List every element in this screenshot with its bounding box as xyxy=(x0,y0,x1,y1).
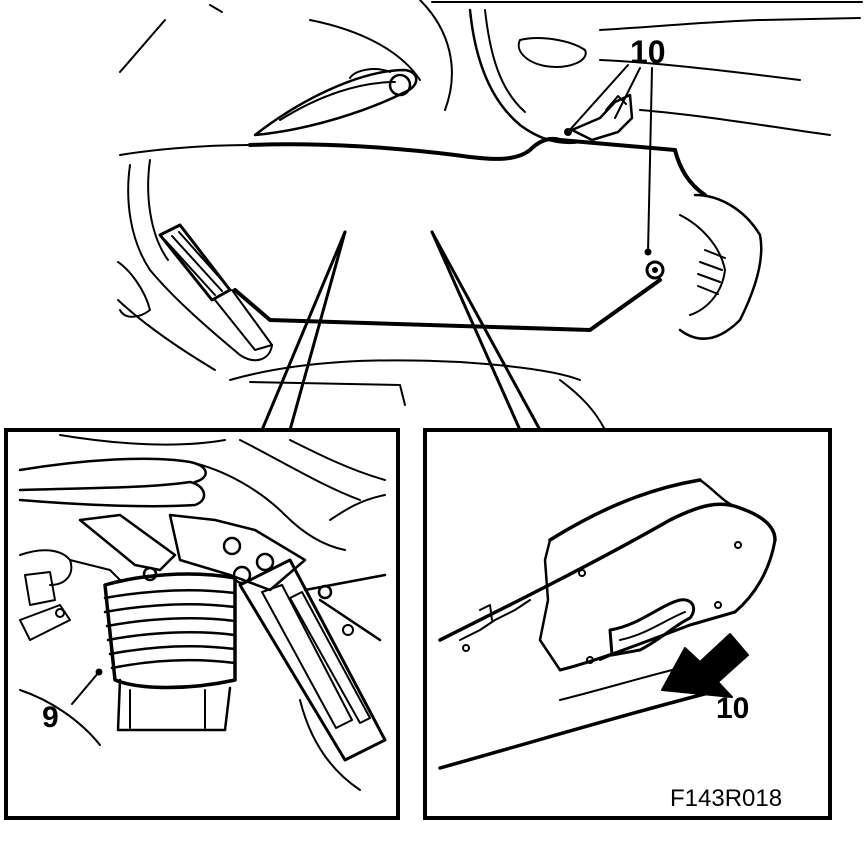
figure-code: F143R018 xyxy=(670,785,782,812)
callout-top-10: 10 xyxy=(630,34,666,70)
callout-left-9: 9 xyxy=(42,701,59,734)
callout-right-10: 10 xyxy=(716,692,749,725)
left-detail-inset: 9 xyxy=(4,428,400,820)
arrow-pointer-icon xyxy=(661,633,749,698)
right-detail-inset: 10 F143R018 xyxy=(423,428,832,820)
overview-scene: 10 xyxy=(117,0,863,432)
